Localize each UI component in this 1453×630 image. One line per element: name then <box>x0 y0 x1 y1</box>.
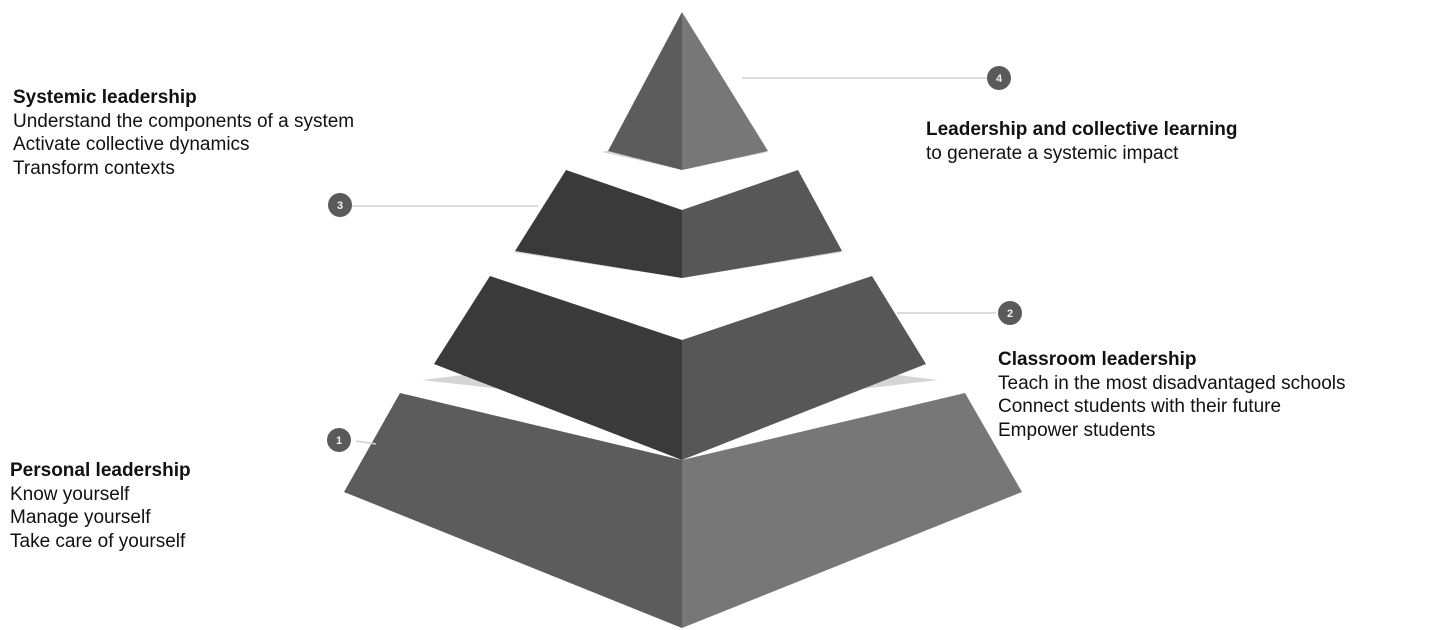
level-2-line: Teach in the most disadvantaged schools <box>998 372 1346 394</box>
svg-text:2: 2 <box>1007 308 1013 320</box>
level-4-badge: 4 <box>987 66 1011 90</box>
level-3-badge: 3 <box>328 193 352 217</box>
level-2-title: Classroom leadership <box>998 349 1197 370</box>
level-3-line: Understand the components of a system <box>13 110 355 132</box>
level-3-line: Activate collective dynamics <box>13 134 250 155</box>
svg-text:3: 3 <box>337 200 343 212</box>
level-3-text: Systemic leadership Understand the compo… <box>13 86 354 180</box>
level-1-line: Take care of yourself <box>10 530 186 552</box>
tier-1-right-face <box>682 393 1022 628</box>
level-1-text: Personal leadership Know yourself Manage… <box>10 459 191 553</box>
tier-3-left-face <box>515 170 682 278</box>
svg-text:4: 4 <box>996 73 1003 85</box>
level-1-line: Manage yourself <box>10 507 151 528</box>
tier-2-left-face <box>434 276 682 460</box>
level-1-line: Know yourself <box>10 483 130 505</box>
level-4-title: Leadership and collective learning <box>926 119 1238 140</box>
tier-3-right-face <box>682 170 842 278</box>
level-2-badge: 2 <box>998 301 1022 325</box>
level-3-line: Transform contexts <box>13 157 175 179</box>
tier-1-left-face <box>344 393 682 628</box>
level-2-text: Classroom leadership Teach in the most d… <box>998 348 1346 442</box>
tier-4-right-face <box>682 12 768 170</box>
level-3-title: Systemic leadership <box>13 87 197 108</box>
tier-4-left-face <box>608 12 682 170</box>
connector-line-1 <box>355 440 377 445</box>
level-1-title: Personal leadership <box>10 460 191 481</box>
level-1-badge: 1 <box>327 428 351 452</box>
level-4-text: Leadership and collective learning to ge… <box>926 118 1238 165</box>
level-4-line: to generate a systemic impact <box>926 142 1179 164</box>
tier-2-right-face <box>682 276 926 460</box>
svg-text:1: 1 <box>336 435 342 447</box>
level-2-line: Empower students <box>998 419 1156 441</box>
level-2-line: Connect students with their future <box>998 396 1282 417</box>
